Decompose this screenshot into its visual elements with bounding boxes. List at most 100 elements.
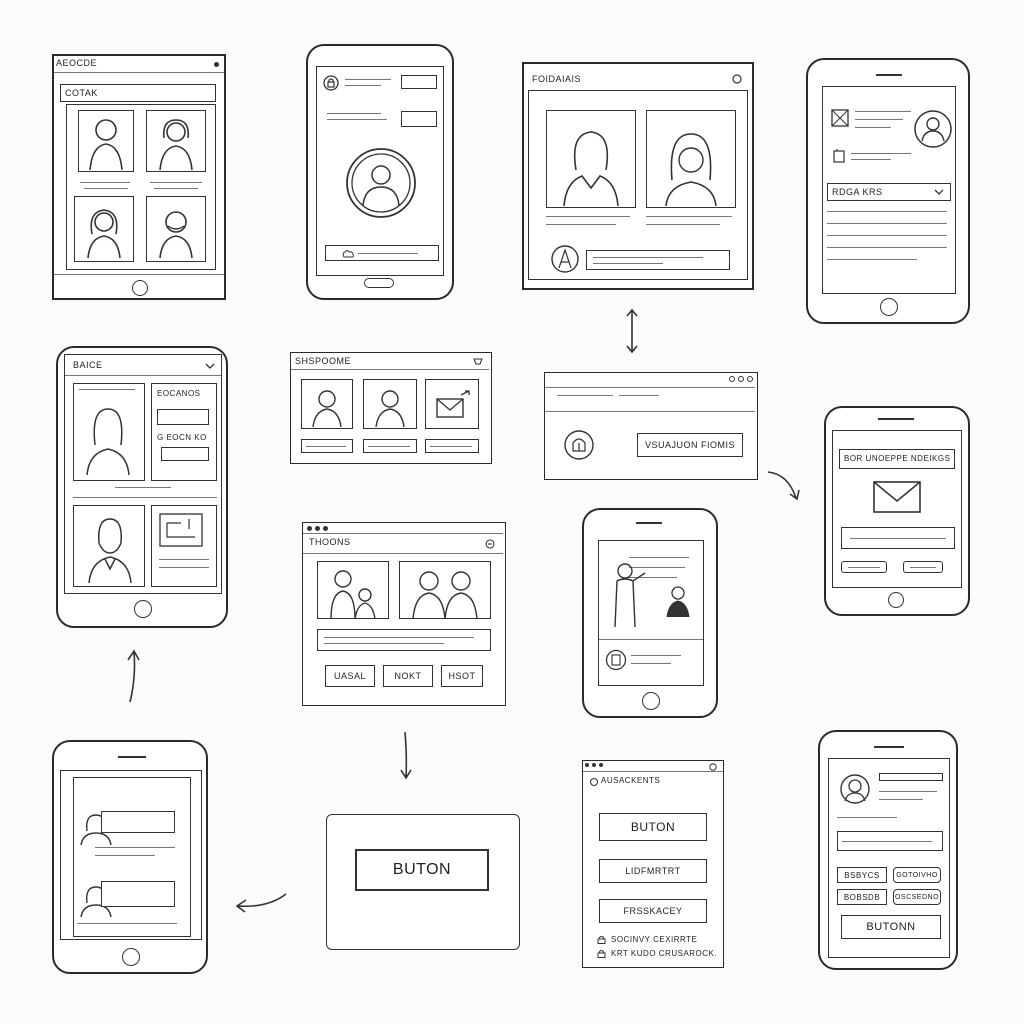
text-line (345, 79, 391, 80)
text-line (855, 119, 903, 120)
text-input[interactable] (157, 409, 209, 425)
home-button[interactable] (642, 692, 660, 710)
text-input[interactable] (401, 111, 437, 127)
photo-tile[interactable] (425, 379, 479, 429)
text-line (327, 119, 387, 120)
speaker-slot (874, 746, 904, 748)
text-line (855, 127, 891, 128)
sketch-browser-gallery: SHSPOOME (290, 352, 492, 464)
speaker-slot (876, 74, 902, 76)
home-button[interactable] (888, 592, 904, 608)
photo-tile[interactable] (74, 196, 134, 262)
window-controls[interactable] (585, 763, 615, 769)
text-line (855, 111, 911, 112)
envelope-icon (873, 481, 921, 513)
photo-tile[interactable] (317, 561, 389, 619)
window-title: THOONS (309, 537, 351, 547)
text-line (631, 663, 671, 664)
home-button[interactable] (134, 600, 152, 618)
person-icon (560, 126, 622, 206)
list-item-input[interactable] (101, 811, 175, 833)
window-controls[interactable] (729, 376, 755, 384)
text-input[interactable] (837, 831, 943, 851)
person-icon (374, 387, 406, 427)
caption-line (80, 182, 130, 183)
panel-button[interactable]: FRSSKACEY (599, 899, 707, 923)
people-icon (325, 567, 381, 619)
option-button[interactable]: HSOT (441, 665, 483, 687)
settings-icon (589, 777, 599, 787)
sketch-phone-form: RDGA KRS (806, 58, 970, 324)
small-button[interactable] (841, 561, 887, 573)
avatar-icon (345, 147, 417, 219)
panel-title: AUSACKENTS (601, 776, 661, 785)
sketch-settings-panel: AUSACKENTS BUTON LIDFMRTRT FRSSKACEY SOC… (582, 760, 724, 968)
cloud-icon (342, 248, 354, 258)
lock-icon (323, 75, 339, 91)
visualization-button[interactable]: VSUAJUON FIOMIS (637, 433, 743, 457)
text-line (77, 923, 177, 924)
person-icon (87, 513, 133, 583)
option-button[interactable]: BOBSDB (837, 889, 887, 905)
small-button[interactable] (903, 561, 943, 573)
window-controls[interactable] (307, 525, 347, 533)
text-input[interactable] (879, 773, 943, 781)
close-icon[interactable] (709, 763, 717, 771)
list-item-input[interactable] (101, 881, 175, 907)
main-button[interactable]: BUTONN (841, 915, 941, 939)
panel-button[interactable]: BUTON (599, 813, 707, 841)
home-button[interactable] (364, 278, 394, 288)
text-input[interactable] (161, 447, 209, 461)
option-button[interactable]: UASAL (325, 665, 375, 687)
photo-tile[interactable] (363, 379, 417, 429)
field-label: G EOCN KO (157, 433, 207, 442)
sketch-browser-portraits: FOIDAIAIS (522, 62, 754, 290)
minimize-icon[interactable] (485, 539, 495, 549)
text-input[interactable] (401, 75, 437, 89)
left-arrow-icon (232, 888, 288, 914)
footer-divider (54, 274, 224, 275)
title-divider (583, 771, 723, 772)
sketch-phone-email: BOR UNOEPPE NDEIKGS (824, 406, 970, 616)
text-input[interactable] (841, 527, 955, 549)
panel-button[interactable]: LIDFMRTRT (599, 859, 707, 883)
status-bar[interactable] (586, 250, 730, 270)
photo-tile[interactable] (301, 379, 353, 429)
dropdown-select[interactable]: RDGA KRS (827, 183, 951, 201)
person-icon (88, 116, 124, 170)
envelope-icon (435, 389, 471, 419)
option-button[interactable]: BSBYCS (837, 867, 887, 883)
text-line (646, 224, 720, 225)
close-icon[interactable] (732, 74, 742, 84)
person-icon (660, 126, 722, 206)
sketch-phone-profile (306, 44, 454, 300)
action-bar[interactable] (325, 245, 439, 261)
home-button[interactable] (132, 280, 148, 296)
avatar-icon (839, 773, 871, 807)
text-line (345, 85, 381, 86)
header-label: COTAK (65, 88, 98, 98)
primary-button[interactable]: BUTON (355, 849, 489, 891)
text-line (851, 159, 891, 160)
portrait-tile[interactable] (546, 110, 636, 208)
window-control-icon[interactable] (214, 62, 219, 67)
cart-icon[interactable] (473, 357, 483, 367)
divider-line (599, 639, 703, 640)
home-button[interactable] (122, 948, 140, 966)
portrait-tile[interactable] (646, 110, 736, 208)
home-button[interactable] (880, 298, 898, 316)
divider-line (545, 411, 755, 412)
tower-icon (550, 244, 580, 274)
option-button[interactable]: NOKT (383, 665, 433, 687)
text-line (629, 577, 677, 578)
text-line (629, 567, 685, 568)
chevron-down-icon[interactable] (205, 363, 215, 369)
option-button[interactable]: GOTOIVHO (893, 867, 941, 883)
text-input[interactable] (317, 629, 491, 651)
presenter-icon (605, 561, 653, 627)
header-label: BOR UNOEPPE NDEIKGS (844, 454, 951, 463)
option-button[interactable]: OSCSEDNO (893, 889, 941, 905)
text-line (619, 395, 659, 396)
phone-screen: RDGA KRS (822, 86, 956, 294)
speaker-slot (878, 418, 914, 420)
